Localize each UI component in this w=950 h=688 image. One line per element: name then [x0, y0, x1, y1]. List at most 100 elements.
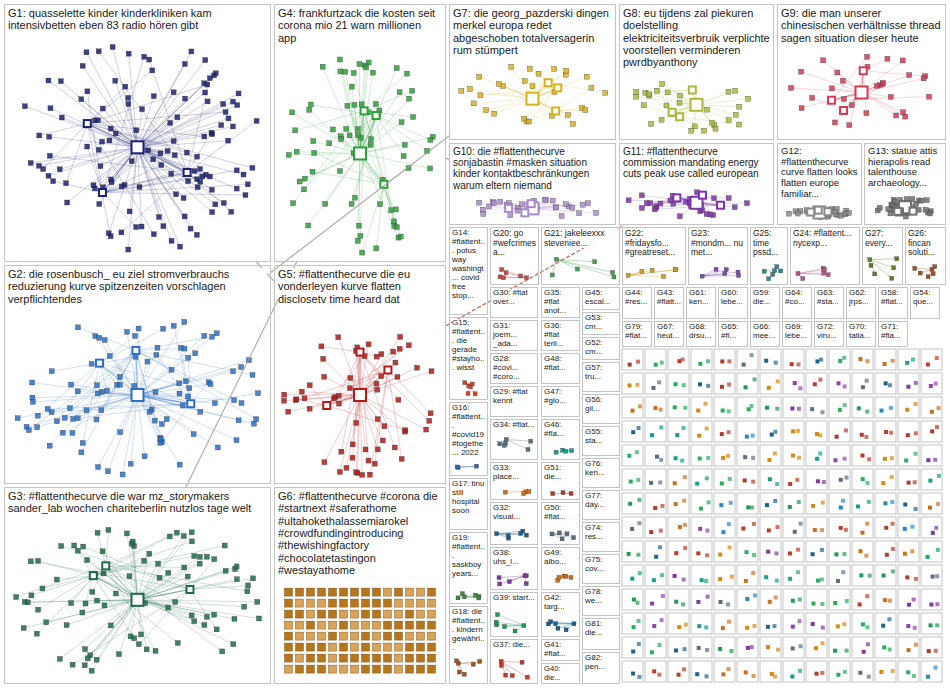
vertex-icon — [59, 544, 64, 549]
vertex-icon — [72, 543, 77, 548]
vertex-icon — [40, 586, 45, 591]
vertex-icon — [85, 558, 90, 563]
tie-line — [86, 52, 137, 147]
vertex-icon — [652, 207, 657, 212]
vertex-icon — [682, 578, 686, 582]
vertex-icon — [707, 500, 711, 504]
vertex-icon — [192, 554, 197, 559]
vertex-icon — [291, 201, 296, 206]
vertex-icon — [634, 89, 639, 94]
vertex-icon — [466, 391, 470, 395]
vertex-icon — [654, 406, 658, 410]
vertex-icon — [888, 94, 893, 99]
vertex-icon — [169, 367, 174, 372]
tie-line — [103, 551, 138, 600]
vertex-icon — [737, 104, 742, 109]
vertex-icon — [552, 66, 557, 71]
vertex-icon — [323, 201, 328, 206]
tie-line — [798, 273, 824, 274]
vertex-icon — [678, 93, 683, 98]
vertex-icon — [318, 621, 326, 629]
minor-group-cell — [622, 637, 643, 658]
vertex-icon — [94, 383, 99, 388]
tie-line — [97, 600, 138, 660]
hub-vertex — [96, 360, 103, 367]
tie-line — [138, 99, 186, 148]
vertex-icon — [150, 68, 155, 73]
vertex-icon — [471, 101, 476, 106]
vertex-icon — [256, 616, 261, 621]
vertex-icon — [890, 276, 894, 280]
tie-line — [364, 74, 407, 111]
vertex-icon — [522, 116, 527, 121]
vertex-icon — [874, 83, 879, 88]
vertex-icon — [457, 670, 461, 674]
vertex-icon — [459, 88, 464, 93]
minor-group-cell — [668, 445, 689, 466]
vertex-icon — [329, 588, 337, 596]
vertex-icon — [54, 419, 59, 424]
vertex-icon — [296, 588, 304, 596]
vertex-icon — [302, 396, 307, 401]
vertex-icon — [318, 643, 326, 651]
vertex-icon — [923, 207, 928, 212]
vertex-icon — [22, 104, 27, 109]
vertex-icon — [320, 64, 325, 69]
minor-group-cell — [691, 565, 712, 586]
minor-group-cell — [691, 493, 712, 514]
vertex-icon — [733, 88, 738, 93]
hub-vertex — [84, 120, 91, 127]
vertex-icon — [628, 383, 632, 387]
tie-line — [61, 546, 190, 589]
vertex-icon — [524, 582, 528, 586]
vertex-icon — [105, 469, 110, 474]
vertex-icon — [398, 334, 403, 339]
vertex-icon — [234, 577, 239, 582]
minor-group-cell — [668, 349, 689, 370]
vertex-icon — [349, 201, 354, 206]
vertex-icon — [302, 187, 307, 192]
vertex-icon — [57, 656, 62, 661]
vertex-icon — [340, 610, 348, 618]
tie-line — [37, 566, 106, 634]
vertex-icon — [58, 79, 63, 84]
vertex-icon — [660, 504, 664, 508]
vertex-icon — [509, 64, 514, 69]
tie-line — [78, 327, 136, 350]
vertex-icon — [506, 534, 510, 538]
tie-line — [95, 336, 137, 395]
vertex-icon — [674, 382, 678, 386]
vertex-icon — [427, 418, 432, 423]
vertex-icon — [174, 530, 179, 535]
tie-line — [138, 147, 198, 156]
tie-line — [138, 384, 211, 395]
vertex-icon — [307, 383, 312, 388]
vertex-icon — [727, 620, 731, 624]
vertex-icon — [779, 269, 783, 273]
vertex-icon — [245, 589, 250, 594]
vertex-icon — [340, 588, 348, 596]
vertex-icon — [28, 160, 33, 165]
vertex-icon — [554, 257, 558, 261]
vertex-icon — [362, 654, 370, 662]
vertex-icon — [492, 201, 497, 206]
vertex-icon — [318, 632, 326, 640]
vertex-icon — [94, 657, 99, 662]
vertex-icon — [630, 577, 634, 581]
tie-line — [78, 404, 191, 419]
vertex-icon — [84, 408, 89, 413]
vertex-cluster — [456, 592, 481, 600]
vertex-cluster — [913, 265, 937, 279]
vertex-icon — [660, 81, 665, 86]
vertex-icon — [724, 268, 728, 272]
minor-group-cell — [645, 637, 666, 658]
tie-line — [556, 623, 574, 624]
tie-line — [87, 87, 125, 124]
vertex-icon — [428, 137, 433, 142]
vertex-icon — [654, 363, 658, 367]
minor-group-cell — [645, 445, 666, 466]
minor-group-cell — [691, 637, 712, 658]
minor-group-cell — [668, 469, 689, 490]
vertex-icon — [356, 223, 361, 228]
vertex-cluster — [556, 574, 573, 582]
